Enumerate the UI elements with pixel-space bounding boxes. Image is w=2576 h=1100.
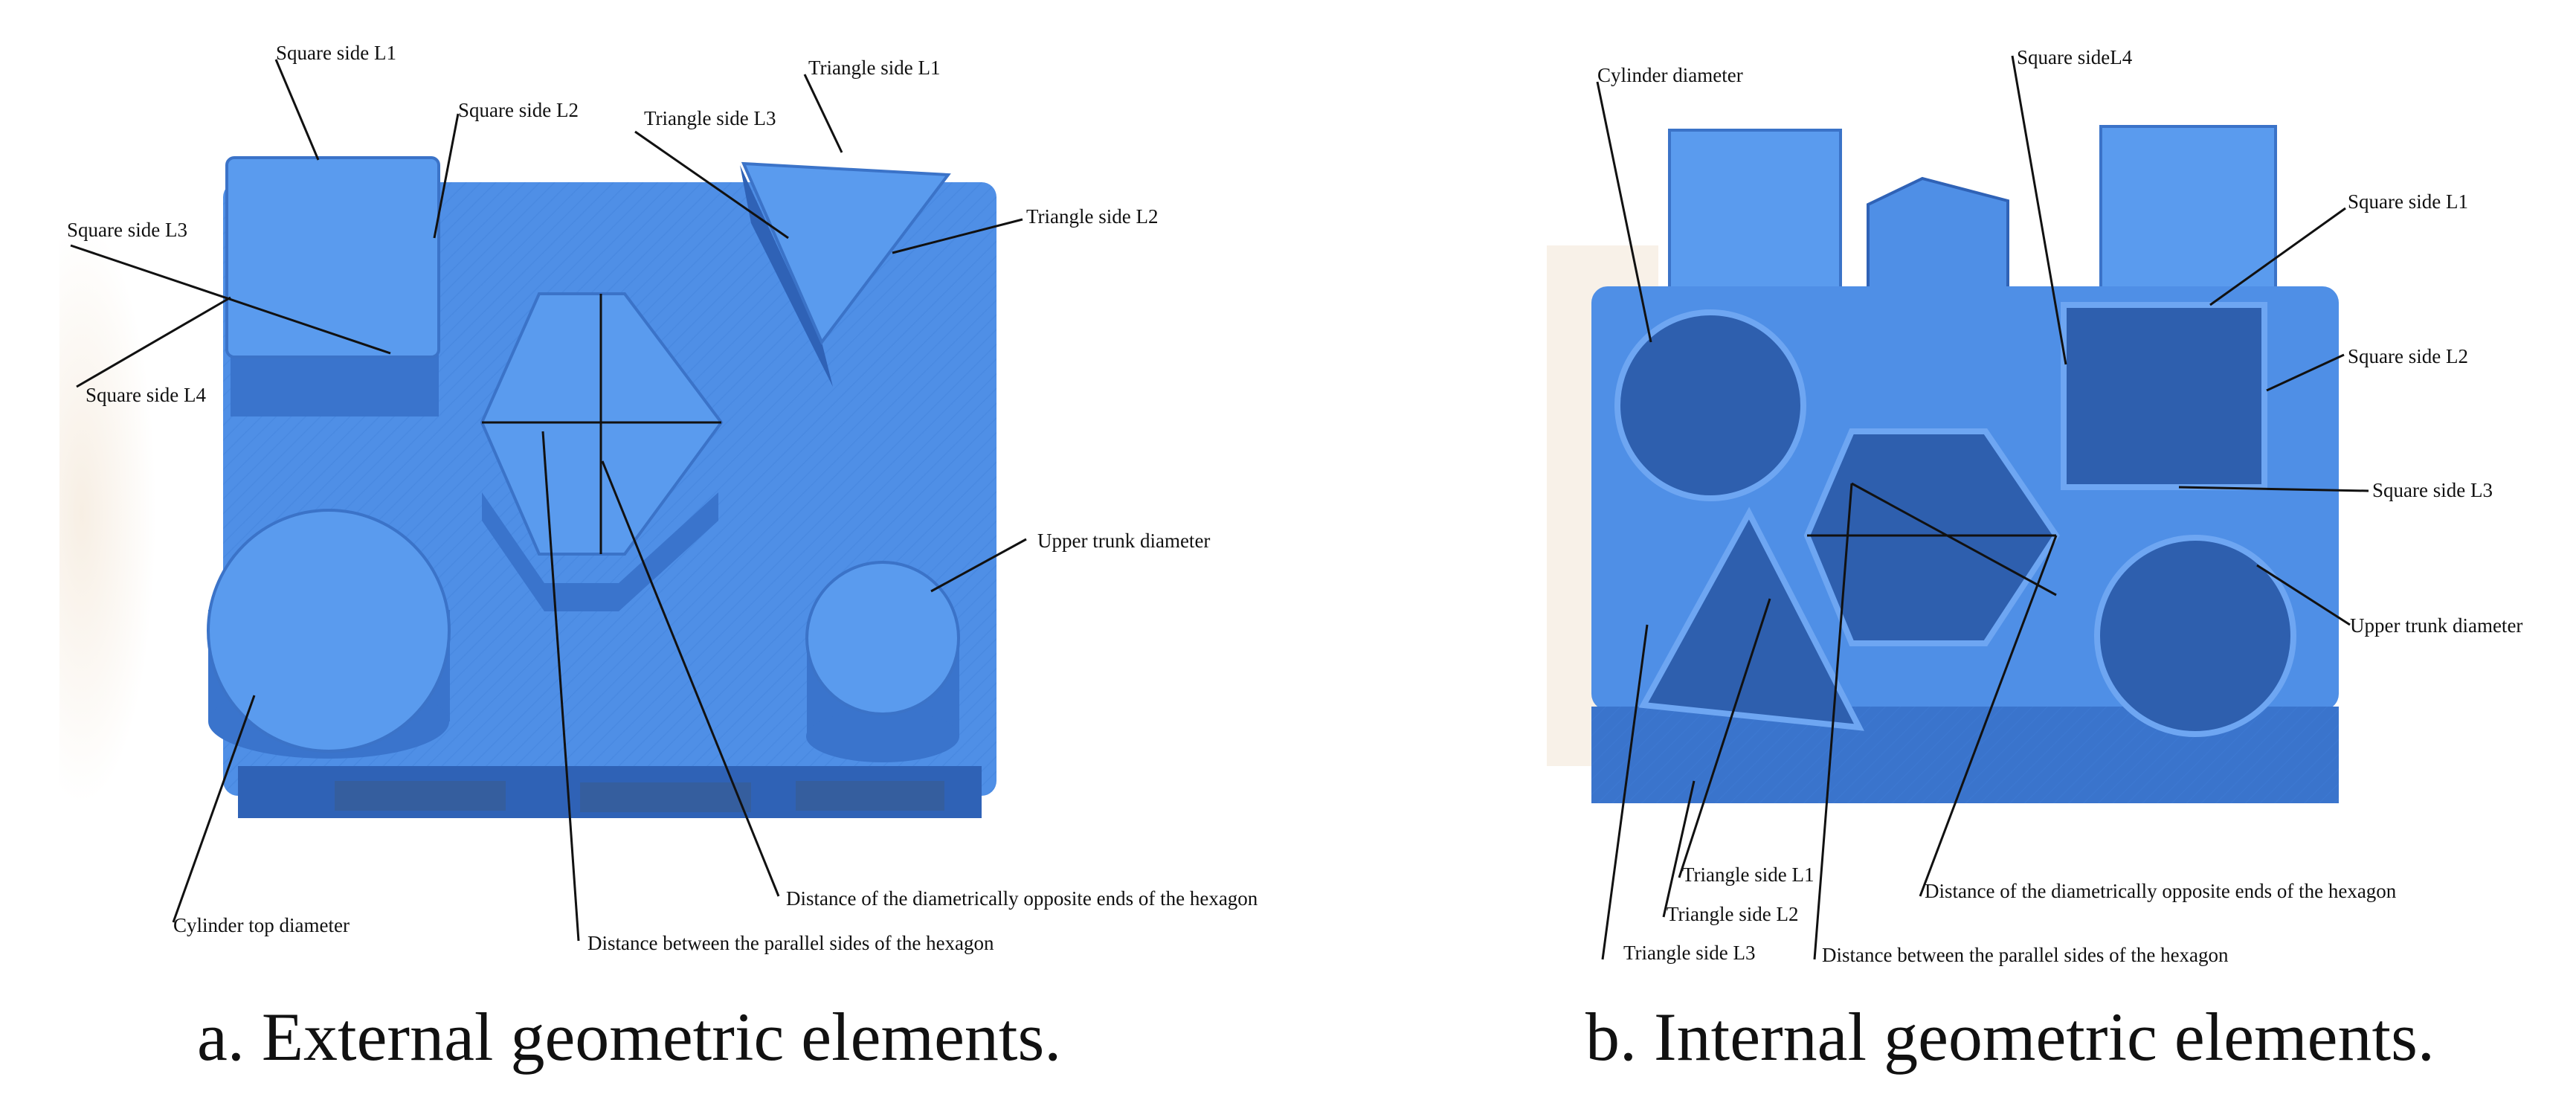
leader-b-triangle-l2	[1662, 780, 1696, 918]
label-b-cylinder-diameter: Cylinder diameter	[1597, 64, 1743, 86]
leader-a-triangle-l3	[634, 130, 789, 239]
leader-a-upper-trunk	[930, 538, 1027, 593]
label-a-triangle-l2: Triangle side L2	[1026, 205, 1159, 228]
back-prism-left	[1668, 129, 1842, 303]
back-prism-middle	[1867, 176, 2009, 299]
square-hole	[2061, 302, 2267, 490]
label-b-square-l4: Square sideL4	[2017, 46, 2133, 68]
leader-b-square-l1	[2209, 207, 2346, 306]
label-b-square-l2: Square side L2	[2348, 345, 2468, 367]
label-b-hex-opposite: Distance of the diametrically opposite e…	[1925, 880, 2397, 902]
label-a-triangle-l1: Triangle side L1	[808, 57, 941, 79]
back-prism-right	[2099, 125, 2277, 306]
part-internal	[1591, 125, 2339, 803]
leader-a-triangle-l1	[803, 74, 843, 153]
label-a-upper-trunk: Upper trunk diameter	[1037, 530, 1210, 552]
panel-a-leader-lines	[70, 59, 1027, 942]
trunk-bottom	[806, 710, 959, 762]
leader-b-square-l3	[2178, 486, 2369, 492]
label-a-square-l2: Square side L2	[458, 99, 579, 121]
caption-a: a. External geometric elements.	[197, 999, 1061, 1075]
trunk-hole	[2094, 535, 2296, 737]
label-a-hex-opposite: Distance of the diametrically opposite e…	[786, 887, 1258, 910]
label-b-triangle-l1: Triangle side L1	[1682, 863, 1815, 886]
panel-a-background	[59, 223, 208, 803]
leader-b-upper-trunk	[2256, 564, 2351, 626]
leader-a-square-l3	[70, 244, 391, 355]
hexagon-prism-side	[482, 492, 718, 611]
label-b-hex-parallel: Distance between the parallel sides of t…	[1822, 944, 2229, 966]
leader-b-triangle-l3	[1601, 624, 1649, 960]
panel-b-labels: Cylinder diameter Square sideL4 Square s…	[1597, 46, 2522, 966]
leader-b-hex-opposite	[1919, 535, 2058, 897]
hexagon-diagonal-line	[1851, 482, 2057, 596]
triangle-hole	[1638, 506, 1864, 731]
panel-a: Square side L1 Square side L2 Square sid…	[59, 42, 1258, 1075]
panel-b-leader-lines	[1596, 55, 2369, 960]
panel-a-labels: Square side L1 Square side L2 Square sid…	[67, 42, 1258, 954]
label-a-triangle-l3: Triangle side L3	[644, 107, 776, 129]
label-a-square-l3: Square side L3	[67, 219, 187, 241]
label-b-upper-trunk: Upper trunk diameter	[2350, 614, 2522, 637]
leader-b-square-l4	[2011, 55, 2067, 365]
triangle-prism	[741, 161, 951, 345]
leader-b-cylinder-diameter	[1596, 81, 1652, 343]
leader-a-cylinder-top	[172, 695, 256, 923]
leader-b-triangle-l1	[1678, 598, 1771, 878]
label-b-square-l1: Square side L1	[2348, 190, 2468, 213]
base-slot-left	[335, 781, 506, 811]
leader-a-hex-parallel	[541, 431, 580, 942]
label-a-square-l4: Square side L4	[86, 384, 206, 406]
trunk-top	[805, 561, 960, 715]
leader-a-square-l4	[76, 296, 231, 388]
label-b-triangle-l3: Triangle side L3	[1623, 942, 1756, 964]
label-a-hex-parallel: Distance between the parallel sides of t…	[587, 932, 994, 954]
caption-b: b. Internal geometric elements.	[1585, 999, 2435, 1075]
label-a-cylinder-top: Cylinder top diameter	[173, 914, 350, 936]
leader-a-hex-opposite	[601, 460, 780, 897]
leader-a-square-l1	[274, 59, 320, 161]
label-b-triangle-l2: Triangle side L2	[1667, 903, 1799, 925]
leader-b-hex-parallel	[1813, 483, 1853, 960]
leader-b-square-l2	[2266, 353, 2345, 392]
part-external	[207, 156, 996, 818]
base-slot-right	[796, 781, 944, 811]
base-slot-mid	[580, 782, 751, 812]
panel-b: Cylinder diameter Square sideL4 Square s…	[1547, 46, 2522, 1075]
label-b-square-l3: Square side L3	[2372, 479, 2493, 501]
square-prism	[225, 156, 440, 358]
cylinder-top	[207, 509, 451, 753]
leader-a-square-l2	[433, 113, 460, 239]
cylinder-hole	[1614, 309, 1806, 501]
label-a-square-l1: Square side L1	[276, 42, 396, 64]
leader-a-triangle-l2	[892, 218, 1023, 254]
